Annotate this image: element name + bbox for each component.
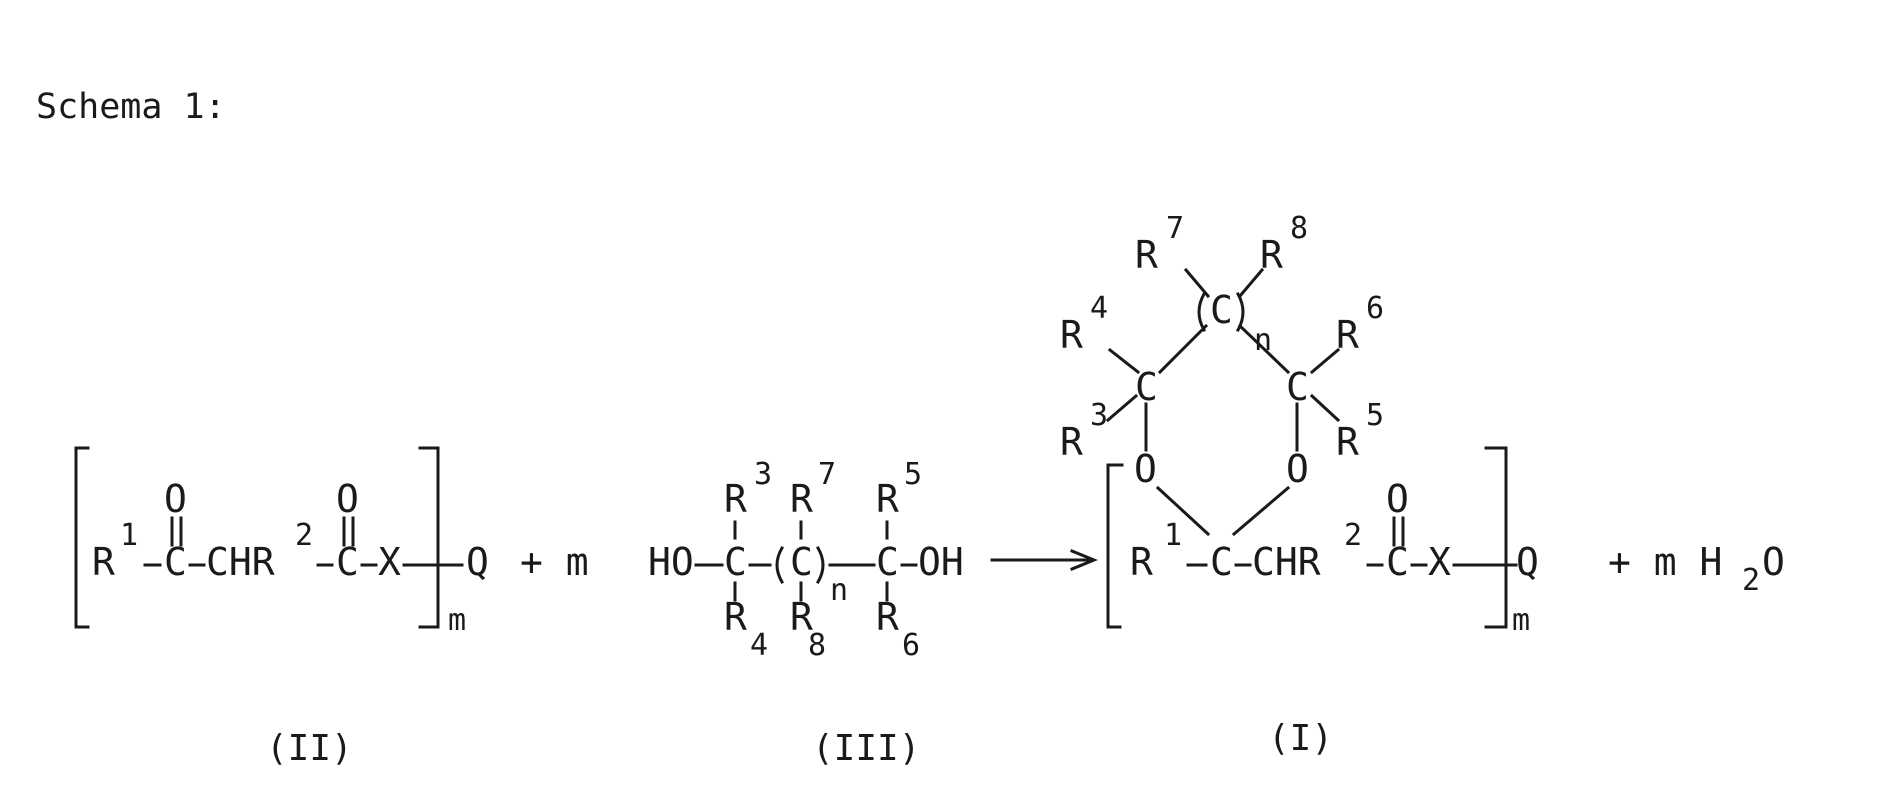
superscript-7: 7 xyxy=(818,457,836,492)
atom-R5: R xyxy=(876,477,899,521)
atom-C-right: C xyxy=(876,540,899,584)
bracket-left-II xyxy=(76,448,88,627)
superscript-2: 2 xyxy=(1344,518,1362,553)
superscript-1: 1 xyxy=(1164,518,1182,553)
group-HO: HO xyxy=(648,540,694,584)
superscript-5: 5 xyxy=(904,457,922,492)
bracket-left-I xyxy=(1108,465,1122,627)
scheme-title: Schema 1: xyxy=(36,87,226,127)
atom-Q: Q xyxy=(1516,540,1539,584)
atom-R4: R xyxy=(1060,313,1083,357)
group-CHR: CHR xyxy=(1252,540,1321,584)
subscript-6: 6 xyxy=(902,628,920,663)
superscript-2: 2 xyxy=(295,518,313,553)
index-n: n xyxy=(830,573,848,608)
atom-R1: R xyxy=(1130,540,1153,584)
paren-right xyxy=(818,548,823,582)
water-subscript-2: 2 xyxy=(1742,563,1760,598)
water-prefix: + m H xyxy=(1608,540,1722,584)
atom-R3: R xyxy=(1060,420,1083,464)
superscript-4: 4 xyxy=(1090,291,1108,326)
paren-left xyxy=(1199,294,1204,330)
ring-bond xyxy=(1160,326,1206,372)
bond-to-R5 xyxy=(1312,396,1338,420)
atom-Q: Q xyxy=(466,540,489,584)
superscript-8: 8 xyxy=(1290,211,1308,246)
superscript-3: 3 xyxy=(1090,398,1108,433)
group-OH: OH xyxy=(918,540,964,584)
superscript-1: 1 xyxy=(120,518,138,553)
superscript-7: 7 xyxy=(1166,211,1184,246)
label-II: (II) xyxy=(266,728,353,769)
atom-C2: C xyxy=(336,540,359,584)
water-O: O xyxy=(1762,540,1785,584)
bond-to-R7 xyxy=(1186,270,1208,296)
atom-X: X xyxy=(378,540,401,584)
bond-to-R3 xyxy=(1108,396,1136,420)
atom-C-left: C xyxy=(724,540,747,584)
plus-m: + m xyxy=(520,540,589,584)
atom-C2: C xyxy=(1386,540,1409,584)
compound-II: R 1 C O CHR 2 C O X Q m xyxy=(76,448,489,638)
atom-X: X xyxy=(1428,540,1451,584)
atom-R3: R xyxy=(724,477,747,521)
bond-to-R8 xyxy=(1240,270,1262,296)
atom-R7: R xyxy=(790,477,813,521)
repeat-m: m xyxy=(448,603,466,638)
label-III: (III) xyxy=(812,728,920,769)
label-I: (I) xyxy=(1268,718,1333,759)
atom-O1: O xyxy=(164,477,187,521)
atom-O-right: O xyxy=(1286,447,1309,491)
paren-left xyxy=(777,548,782,582)
superscript-5: 5 xyxy=(1366,398,1384,433)
atom-C1: C xyxy=(1210,540,1233,584)
atom-R1: R xyxy=(92,540,115,584)
atom-R4: R xyxy=(724,595,747,639)
subscript-4: 4 xyxy=(750,628,768,663)
atom-O-left: O xyxy=(1134,447,1157,491)
atom-C-right: C xyxy=(1286,365,1309,409)
compound-I: R 7 R 8 C n C R 4 R 3 C R 6 R 5 O O xyxy=(1060,211,1539,638)
superscript-6: 6 xyxy=(1366,291,1384,326)
group-CHR: CHR xyxy=(206,540,275,584)
bond-O-C1 xyxy=(1234,488,1288,534)
atom-R7: R xyxy=(1135,233,1158,277)
repeat-m: m xyxy=(1512,603,1530,638)
atom-O-carbonyl: O xyxy=(1386,477,1409,521)
bond-to-R6 xyxy=(1312,350,1338,372)
bracket-right-I xyxy=(1486,448,1506,627)
atom-C-mid: C xyxy=(790,540,813,584)
compound-III: HO C R 3 R 4 C R 7 R 8 n C R 5 R 6 OH xyxy=(648,457,964,663)
atom-C1: C xyxy=(164,540,187,584)
bond-to-R4 xyxy=(1110,350,1138,372)
atom-C-top: C xyxy=(1210,288,1233,332)
subscript-8: 8 xyxy=(808,628,826,663)
atom-R5: R xyxy=(1336,420,1359,464)
superscript-3: 3 xyxy=(754,457,772,492)
atom-R6: R xyxy=(876,595,899,639)
bracket-right-II xyxy=(420,448,438,627)
atom-O2: O xyxy=(336,477,359,521)
